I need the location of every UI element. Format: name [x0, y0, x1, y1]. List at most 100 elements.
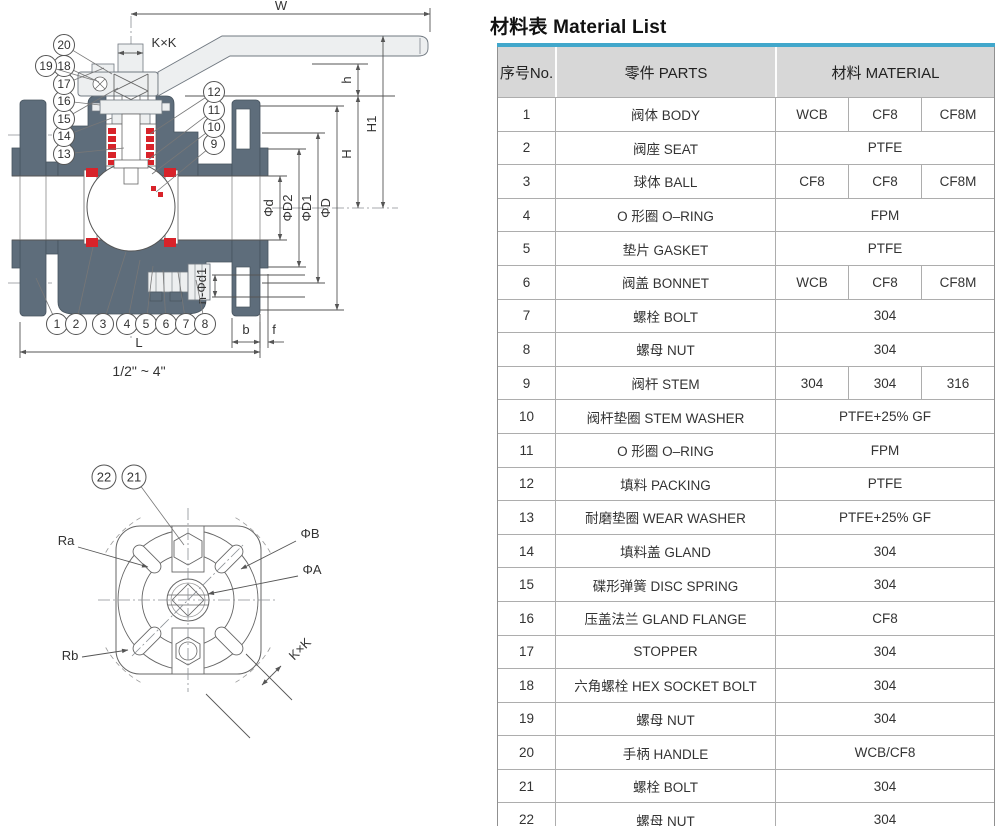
balloon-number: 22	[97, 470, 111, 485]
dim-rb: Rb	[62, 648, 79, 663]
row-no: 3	[522, 173, 531, 189]
bolt-head	[187, 263, 211, 301]
balloon-number: 9	[211, 137, 218, 151]
dim-phi-D: ΦD	[318, 198, 333, 218]
top-view: Ra Rb ΦB ΦA K×K	[58, 508, 322, 739]
row-materials: FPM	[775, 433, 994, 467]
balloon-leader	[73, 67, 105, 81]
balloon-4: 4	[116, 259, 141, 335]
balloon-leader	[72, 87, 119, 115]
balloon-leader	[74, 147, 125, 154]
material-value: 304	[873, 577, 897, 593]
material-value: 304	[800, 375, 824, 391]
balloon-leader	[146, 265, 154, 314]
row-materials: WCB/CF8	[775, 736, 994, 769]
balloon-20: 20	[53, 34, 113, 75]
dim-b: b	[242, 322, 249, 337]
balloon-circle	[53, 34, 75, 56]
balloon-number: 6	[163, 317, 170, 331]
row-materials: 304	[775, 333, 994, 366]
row-part: 螺栓 BOLT	[555, 769, 775, 803]
header-no: 序号No.	[499, 64, 554, 82]
balloon-circle	[194, 313, 216, 335]
material-value: PTFE	[867, 140, 903, 156]
balloon-circle	[65, 313, 87, 335]
row-part: 填料 PACKING	[555, 467, 775, 501]
row-part: O 形圈 O–RING	[555, 433, 775, 467]
row-no: 10	[518, 409, 535, 425]
header-material: 材料 MATERIAL	[775, 47, 994, 97]
balloon-leader	[149, 97, 206, 135]
balloon-17: 17	[53, 67, 105, 95]
balloon-18: 18	[53, 55, 100, 83]
balloon-leader	[73, 70, 100, 83]
dim-l: L	[135, 335, 142, 350]
topview-centerlines	[98, 508, 278, 692]
material-value: 304	[873, 341, 897, 357]
balloon-circle	[91, 464, 117, 490]
material-value: CF8	[848, 165, 921, 198]
table-header: 序号No. 零件 PARTS 材料 MATERIAL	[498, 47, 994, 97]
balloon-number: 2	[73, 317, 80, 331]
stem-tang	[123, 167, 139, 185]
balloon-leader	[151, 133, 206, 175]
material-value: 316	[921, 366, 994, 400]
dim-h: h	[339, 76, 354, 83]
balloon-number: 3	[100, 317, 107, 331]
row-part: 压盖法兰 GLAND FLANGE	[555, 601, 775, 635]
row-materials: 304	[775, 803, 994, 826]
balloon-leader	[147, 116, 206, 161]
row-no: 20	[518, 745, 535, 761]
balloon-2: 2	[65, 246, 94, 335]
row-no: 5	[522, 241, 531, 257]
row-no: 7	[522, 308, 531, 324]
dim-kxk-topview: K×K	[286, 634, 314, 662]
balloon-number: 21	[127, 470, 141, 485]
dim-phi-d1: ΦD1	[299, 195, 314, 222]
balloon-number: 13	[57, 147, 71, 161]
material-value: CF8M	[921, 265, 994, 299]
material-value: 304	[873, 308, 897, 324]
material-value: PTFE	[867, 241, 903, 257]
balloon-number: 15	[57, 112, 71, 126]
dim-n-phi-d1: n-Φd1	[194, 268, 209, 304]
row-materials: PTFE+25% GF	[775, 501, 994, 534]
material-value: 304	[873, 711, 897, 727]
handle	[157, 35, 429, 97]
header-parts: 零件 PARTS	[555, 47, 775, 97]
balloon-12: 12	[149, 81, 225, 135]
row-no: 22	[518, 812, 535, 826]
size-range: 1/2" ~ 4"	[112, 363, 165, 379]
material-value: 304	[873, 778, 897, 794]
balloon-number: 11	[208, 103, 221, 117]
row-materials: PTFE	[775, 467, 994, 501]
row-part: 螺母 NUT	[555, 702, 775, 736]
material-value: 304	[873, 644, 897, 660]
balloon-number: 12	[207, 85, 221, 99]
row-part: O 形圈 O–RING	[555, 198, 775, 232]
balloon-14: 14	[53, 117, 113, 147]
row-no: 1	[522, 106, 531, 122]
material-value: 304	[873, 677, 897, 693]
corner-arcs	[105, 517, 271, 683]
row-part: 阀座 SEAT	[555, 131, 775, 165]
row-materials: PTFE	[775, 131, 994, 165]
row-no: 11	[519, 442, 534, 458]
balloon-number: 7	[183, 317, 190, 331]
dim-f: f	[272, 322, 276, 337]
row-no: 2	[522, 140, 531, 156]
